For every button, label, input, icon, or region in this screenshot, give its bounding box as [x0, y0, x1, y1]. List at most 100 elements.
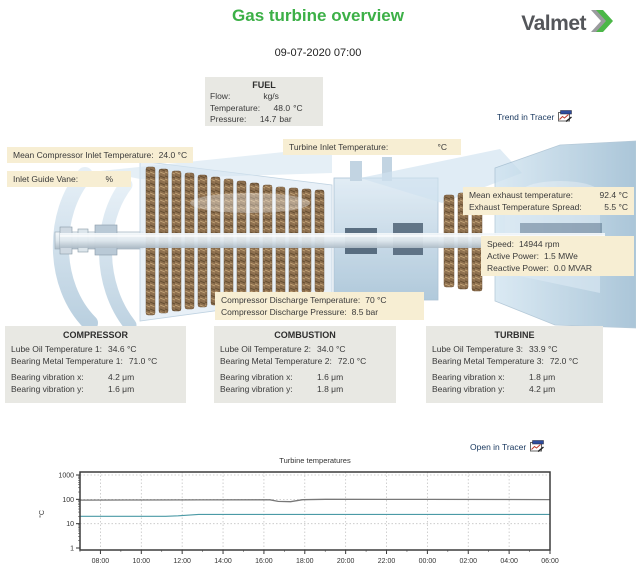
combustion-section-title: COMBUSTION — [274, 330, 336, 340]
reactive-power-value: 0.0 MVAR — [553, 263, 592, 273]
compressor-vibration-x-row: Bearing vibration x: 4.2 μm — [11, 372, 180, 384]
combustion-bearing-metal-row: Bearing Metal Temperature 2: 72.0 °C — [220, 356, 390, 368]
compressor-section-box: COMPRESSOR Lube Oil Temperature 1: 34.6 °… — [5, 326, 186, 403]
discharge-temperature-label: Compressor Discharge Temperature: — [221, 295, 361, 305]
fuel-temperature-value: 48.0 — [273, 102, 291, 113]
compressor-bearing-metal-row: Bearing Metal Temperature 1: 71.0 °C — [11, 356, 180, 368]
compressor-lube-oil-label: Lube Oil Temperature 1: — [11, 344, 103, 354]
svg-text:20:00: 20:00 — [337, 558, 355, 565]
fuel-flow-label: Flow: — [210, 91, 231, 101]
combustion-lube-oil-value: 34.0 °C — [317, 344, 346, 354]
compressor-bearing-metal-value: 71.0 °C — [128, 355, 158, 366]
svg-text:04:00: 04:00 — [500, 558, 518, 565]
trend-in-tracer-label: Trend in Tracer — [497, 112, 555, 122]
compressor-bearing-metal-label: Bearing Metal Temperature 1: — [11, 355, 123, 366]
turbine-lube-oil-row: Lube Oil Temperature 3: 33.9 °C — [432, 344, 597, 356]
speed-row: Speed: 14944 rpm — [487, 238, 628, 250]
turbine-vibration-y-label: Bearing vibration y: — [432, 383, 505, 394]
speed-label: Speed: — [487, 239, 514, 249]
combustion-section-box: COMBUSTION Lube Oil Temperature 2:34.0 °… — [214, 326, 396, 403]
exhaust-spread-row: Exhaust Temperature Spread: 5.5 °C — [469, 201, 628, 213]
turbine-bearing-metal-row: Bearing Metal Temperature 3: 72.0 °C — [432, 356, 597, 368]
svg-text:Turbine temperatures: Turbine temperatures — [279, 456, 351, 465]
svg-text:16:00: 16:00 — [255, 558, 273, 565]
open-in-tracer-label: Open in Tracer — [470, 442, 527, 452]
valmet-chevron-icon — [590, 10, 614, 37]
tracer-trend-icon — [558, 110, 573, 124]
discharge-temperature-row: Compressor Discharge Temperature: 70 °C — [221, 294, 418, 306]
open-in-tracer-link[interactable]: Open in Tracer — [470, 440, 545, 454]
tracer-open-icon — [530, 440, 545, 454]
turbine-inlet-value: °C — [437, 142, 447, 152]
compressor-vibration-x-value: 4.2 μm — [108, 372, 135, 382]
turbine-bearing-metal-value: 72.0 °C — [549, 355, 579, 366]
exhaust-spread-value: 5.5 °C — [604, 202, 628, 212]
fuel-box-title: FUEL — [252, 80, 276, 90]
svg-text:22:00: 22:00 — [378, 558, 396, 565]
turbine-lube-oil-label: Lube Oil Temperature 3: — [432, 344, 524, 354]
turbine-vibration-y-row: Bearing vibration y:4.2 μm — [432, 384, 597, 396]
combustion-bearing-metal-label: Bearing Metal Temperature 2: — [220, 355, 332, 366]
combustion-vibration-y-value: 1.8 μm — [317, 383, 344, 394]
discharge-pressure-label: Compressor Discharge Pressure: — [221, 307, 347, 317]
report-datetime: 09-07-2020 07:00 — [274, 47, 362, 59]
speed-power-box: Speed:14944 rpm Active Power:1.5 MWe Rea… — [481, 236, 634, 276]
valmet-logo: Valmet — [521, 10, 614, 37]
compressor-vibration-y-label: Bearing vibration y: — [11, 383, 84, 394]
combustion-vibration-x-label: Bearing vibration x: — [220, 372, 293, 382]
svg-text:10:00: 10:00 — [133, 558, 151, 565]
fuel-temperature-label: Temperature: — [210, 102, 261, 113]
fuel-flow-row: Flow: kg/s — [210, 91, 318, 103]
combustion-lube-oil-row: Lube Oil Temperature 2:34.0 °C — [220, 344, 390, 356]
fuel-temperature-row: Temperature:48.0°C — [210, 103, 318, 115]
compressor-vibration-y-row: Bearing vibration y:1.6 μm — [11, 384, 180, 396]
turbine-section-box: TURBINE Lube Oil Temperature 3:33.9 °C B… — [426, 326, 603, 403]
svg-text:18:00: 18:00 — [296, 558, 314, 565]
svg-text:08:00: 08:00 — [92, 558, 110, 565]
turbine-lube-oil-value: 33.9 °C — [529, 344, 558, 354]
exhaust-temperature-box: Mean exhaust temperature: 92.4 °C Exhaust… — [463, 187, 634, 215]
fuel-box: FUEL Flow:kg/s Temperature:48.0°C Pressu… — [205, 77, 323, 126]
svg-text:00:00: 00:00 — [419, 558, 437, 565]
turbine-bearing-metal-label: Bearing Metal Temperature 3: — [432, 355, 544, 366]
combustion-vibration-x-value: 1.6 μm — [317, 372, 344, 382]
speed-value: 14944 rpm — [518, 239, 560, 249]
fuel-pressure-unit: bar — [279, 114, 292, 124]
svg-text:100: 100 — [62, 497, 74, 504]
active-power-label: Active Power: — [487, 251, 539, 261]
svg-text:14:00: 14:00 — [214, 558, 232, 565]
svg-text:1: 1 — [70, 546, 74, 553]
mean-compressor-inlet-value: 24.0 °C — [158, 150, 188, 160]
fuel-pressure-value: 14.7 — [259, 114, 277, 124]
page-title: Gas turbine overview — [232, 6, 404, 25]
mean-exhaust-label: Mean exhaust temperature: — [469, 190, 573, 200]
mean-compressor-inlet-label: Mean Compressor Inlet Temperature: — [13, 150, 154, 160]
compressor-section-title: COMPRESSOR — [62, 330, 128, 340]
exhaust-spread-label: Exhaust Temperature Spread: — [469, 202, 582, 212]
inlet-guide-vane-label: Inlet Guide Vane: — [13, 174, 79, 184]
discharge-temperature-value: 70 °C — [365, 295, 387, 305]
combustion-bearing-metal-value: 72.0 °C — [337, 355, 367, 366]
svg-text:12:00: 12:00 — [173, 558, 191, 565]
compressor-lube-oil-row: Lube Oil Temperature 1: 34.6 °C — [11, 344, 180, 356]
turbine-vibration-x-label: Bearing vibration x: — [432, 372, 505, 382]
trend-in-tracer-link[interactable]: Trend in Tracer — [497, 110, 573, 124]
active-power-row: Active Power:1.5 MWe — [487, 250, 628, 262]
svg-text:°C: °C — [38, 510, 46, 518]
turbine-inlet-temperature: Turbine Inlet Temperature:°C — [283, 139, 461, 155]
valmet-logo-text: Valmet — [521, 11, 586, 35]
compressor-vibration-x-label: Bearing vibration x: — [11, 372, 84, 382]
mean-exhaust-temperature-row: Mean exhaust temperature: 92.4 °C — [469, 189, 628, 201]
turbine-vibration-x-row: Bearing vibration x:1.8 μm — [432, 372, 597, 384]
compressor-lube-oil-value: 34.6 °C — [108, 344, 137, 354]
combustion-vibration-y-label: Bearing vibration y: — [220, 383, 293, 394]
mean-exhaust-value: 92.4 °C — [599, 190, 628, 200]
svg-text:10: 10 — [66, 521, 74, 528]
svg-text:06:00: 06:00 — [541, 558, 559, 565]
inlet-guide-vane-value: % — [105, 174, 113, 184]
fuel-flow-unit: kg/s — [263, 91, 279, 101]
fuel-pressure-label: Pressure: — [210, 114, 247, 124]
discharge-pressure-row: Compressor Discharge Pressure:8.5 bar — [221, 306, 418, 318]
